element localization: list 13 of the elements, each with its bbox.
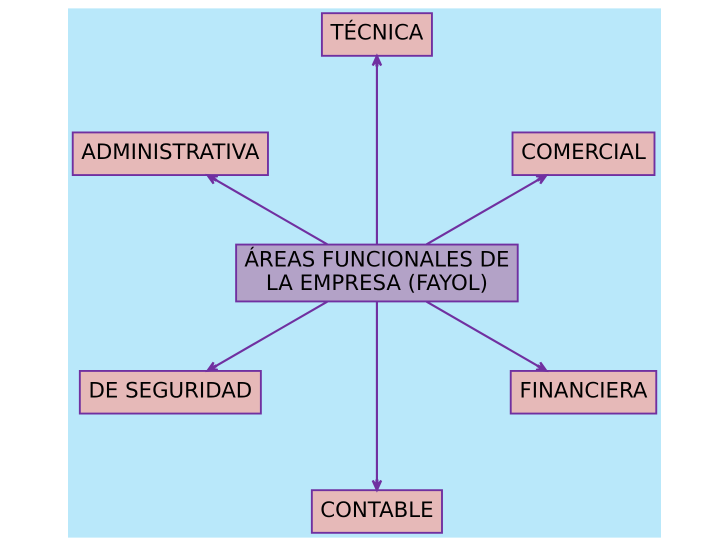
- arrow: [371, 54, 382, 244]
- node-box: TÉCNICA: [320, 12, 432, 57]
- node-box: FINANCIERA: [509, 370, 657, 415]
- node-box: COMERCIAL: [511, 131, 655, 176]
- node-box: DE SEGURIDAD: [78, 370, 262, 415]
- arrow: [206, 174, 328, 246]
- arrow: [425, 300, 547, 372]
- node-box: ADMINISTRATIVA: [71, 131, 268, 176]
- arrow: [371, 302, 382, 492]
- arrow: [425, 174, 547, 246]
- arrow: [206, 300, 328, 372]
- node-box: CONTABLE: [310, 489, 442, 534]
- node-box: ÁREAS FUNCIONALES DE LA EMPRESA (FAYOL): [234, 244, 518, 302]
